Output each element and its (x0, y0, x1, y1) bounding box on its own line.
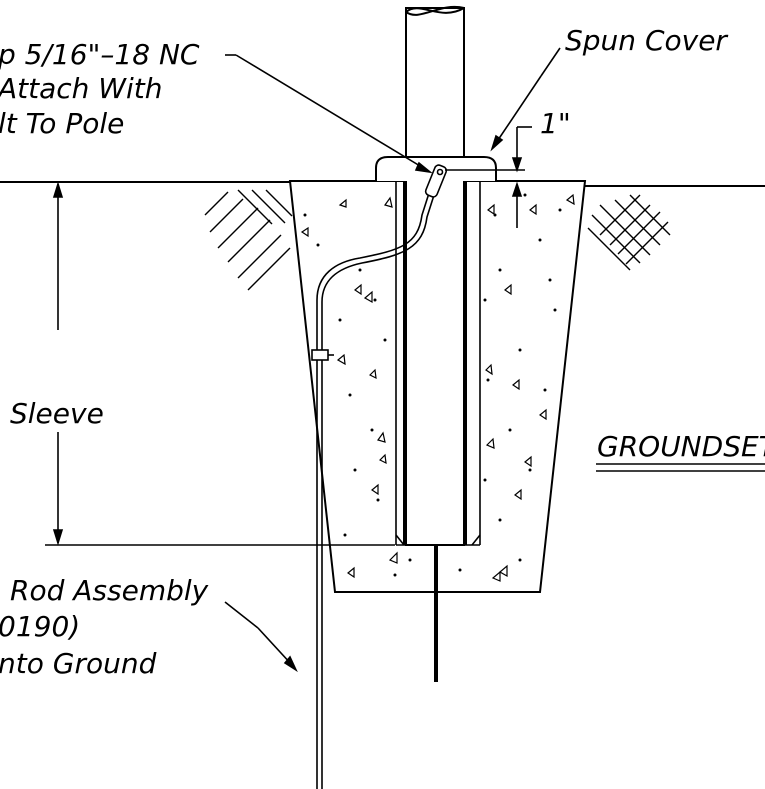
earth-hatch-left (204, 189, 293, 291)
pole (403, 5, 467, 546)
concrete-aggregate (303, 193, 562, 577)
earth-hatch-right (587, 194, 671, 271)
groundset-underline (596, 463, 765, 472)
leader-lines (224, 47, 561, 673)
rod-label-line2: 0190) (0, 610, 80, 643)
spun-cover-label: Spun Cover (565, 24, 728, 57)
rod-label-line1: Rod Assembly (10, 574, 209, 607)
concrete-aggregate-triangles (300, 193, 575, 582)
cover-height-dimension (445, 126, 532, 228)
rod-label-line3: nto Ground (0, 647, 157, 680)
sleeve-length-dimension (45, 181, 395, 546)
strap-label-line1: p 5/16"–18 NC (0, 38, 200, 71)
callout-labels: p 5/16"–18 NC Attach With lt To Pole Spu… (0, 24, 765, 680)
sleeve-label: Sleeve (10, 397, 104, 430)
groundset-title: GROUNDSET (597, 430, 765, 463)
ground-wire (311, 164, 448, 789)
strap-label-line3: lt To Pole (0, 107, 124, 140)
strap-label-line2: Attach With (0, 72, 163, 105)
cover-height-label: 1" (540, 107, 571, 140)
